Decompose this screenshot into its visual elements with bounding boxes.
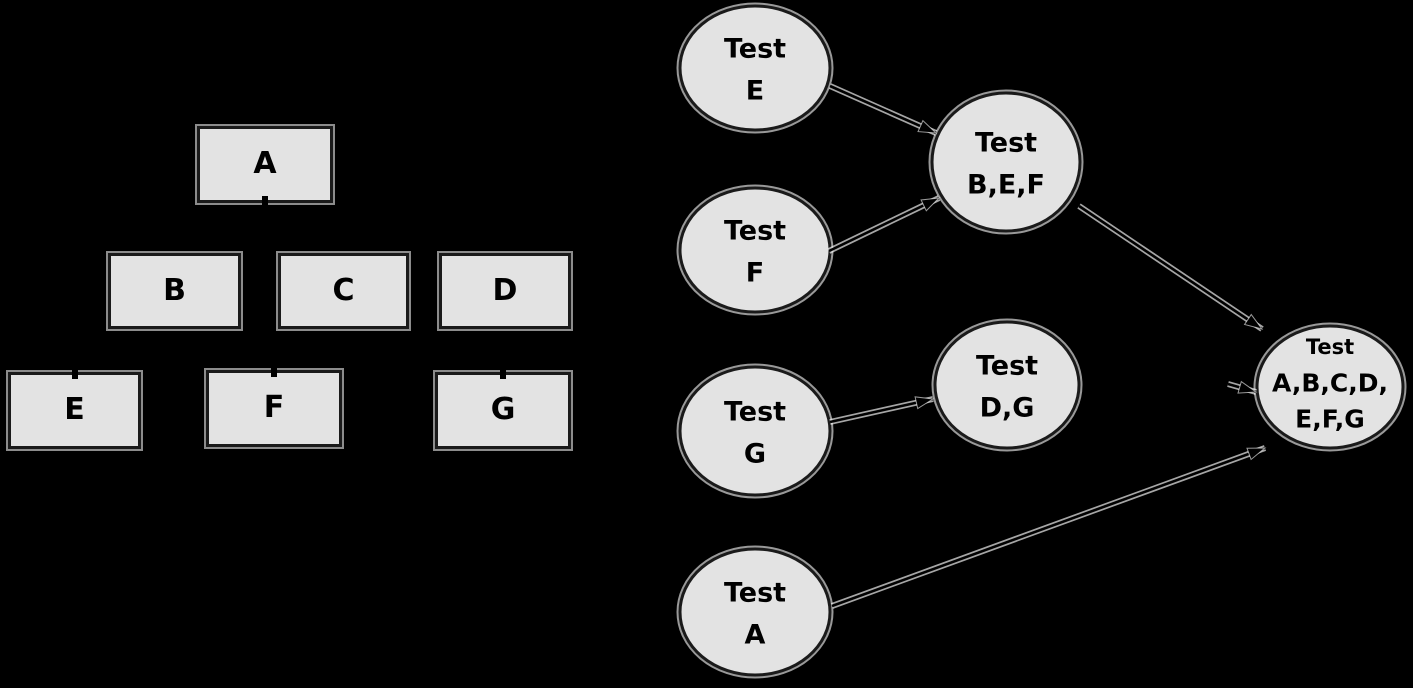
tree-box-label: E	[64, 392, 85, 427]
node-ellipse	[930, 91, 1082, 233]
node-label-line: G	[744, 439, 766, 470]
tree-box-label: F	[263, 390, 285, 425]
arrowhead-icon	[1237, 380, 1258, 394]
node-label-line: Test	[724, 578, 786, 609]
node-ellipse	[933, 320, 1081, 450]
tree-box-label: B	[163, 272, 186, 308]
node-ellipse	[678, 4, 832, 132]
node-label-line: Test	[724, 216, 786, 247]
graph-nodes-layer: TestETestFTestB,E,FTestGTestD,GTestATest…	[676, 2, 1407, 679]
tree-box-d: D	[439, 253, 571, 329]
node-label-line: A	[745, 620, 766, 651]
node-ellipse	[678, 186, 832, 314]
node-label-line: A,B,C,D,	[1272, 369, 1388, 398]
tree-box-g: G	[435, 368, 571, 449]
connector-stub	[271, 366, 277, 377]
edge-test-dg-to-test-abcdefg	[1227, 380, 1258, 395]
node-label-line: Test	[1306, 335, 1354, 359]
edge-test-a-to-test-abcdefg	[830, 445, 1267, 609]
tree-box-label: C	[332, 272, 355, 308]
tree-box-c: C	[278, 253, 409, 329]
tree-box-b: B	[108, 253, 241, 329]
node-label-line: Test	[975, 128, 1037, 159]
tree-box-label: G	[490, 392, 516, 427]
connector-stub	[500, 368, 506, 379]
edge-line	[828, 196, 940, 253]
arrowhead-icon	[917, 119, 938, 134]
tree-box-f: F	[206, 366, 342, 447]
graph-edges-layer	[827, 83, 1267, 609]
node-label-line: E	[746, 76, 764, 107]
node-label-line: D,G	[980, 393, 1035, 424]
edge-test-g-to-test-dg	[829, 396, 935, 425]
node-label-line: F	[746, 258, 764, 289]
edge-line	[829, 84, 937, 135]
tree-box-label: D	[492, 272, 518, 308]
node-label-line: Test	[976, 351, 1038, 382]
tree-box-e: E	[8, 368, 141, 449]
node-ellipse	[678, 547, 832, 677]
arrowhead-icon	[914, 396, 935, 410]
edge-test-f-to-test-bef	[827, 195, 941, 254]
connector-stub	[71, 368, 78, 379]
node-label-line: Test	[724, 397, 786, 428]
arrowhead-icon	[1246, 447, 1267, 461]
node-label-line: B,E,F	[967, 170, 1045, 201]
node-label-line: E,F,G	[1295, 405, 1365, 434]
edge-test-bef-to-test-abcdefg	[1077, 203, 1264, 332]
node-ellipse	[678, 365, 832, 497]
edge-test-e-to-test-bef	[828, 83, 938, 136]
arrowhead-icon	[1243, 313, 1264, 330]
connector-stub	[262, 196, 268, 207]
edge-line	[831, 446, 1266, 608]
arrowhead-icon	[920, 197, 941, 212]
tree-box-label: A	[253, 146, 277, 181]
edge-line	[829, 397, 934, 424]
tree-box-a: A	[197, 126, 333, 207]
node-ellipse	[1255, 324, 1405, 450]
edge-line	[1078, 204, 1263, 331]
node-label-line: Test	[724, 34, 786, 65]
